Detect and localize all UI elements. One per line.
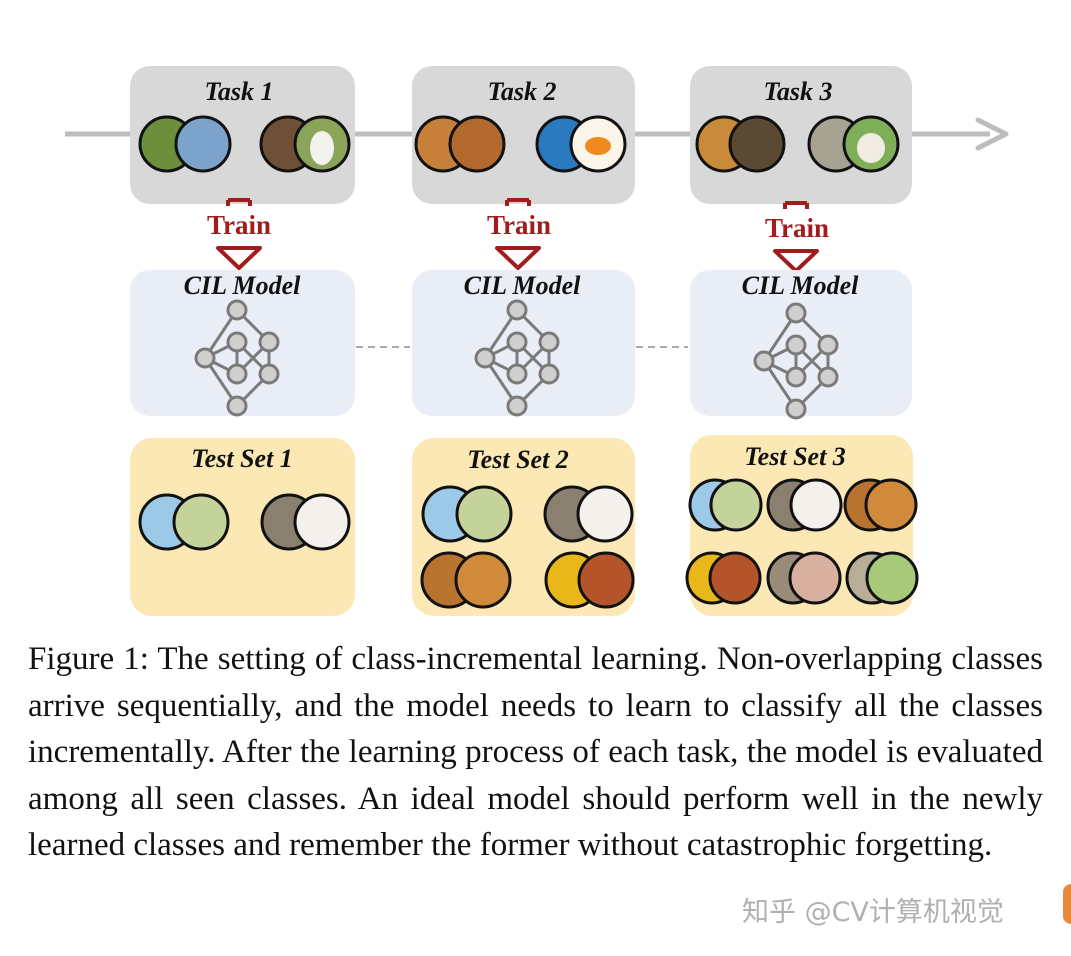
test-images [685,478,919,605]
train-arrowhead-icon [495,246,541,270]
train-label: Train [487,210,551,240]
test-images [420,485,635,609]
train-arrow-icon [226,198,252,206]
test-title: Test Set 2 [467,445,569,474]
image-tiger-forest [448,115,506,173]
model-label: CIL Model [464,271,582,300]
task-column-2: Task 2 Train CIL Model Test Set 2 [412,66,635,616]
edge-mark [1063,884,1071,924]
train-arrowhead-icon [216,246,262,270]
task-title: Task 3 [763,77,832,106]
test-title: Test Set 1 [191,444,293,473]
image-tiger-face [864,478,918,532]
train-label: Train [207,210,271,240]
figure-caption: Figure 1: The setting of class-increment… [28,641,1043,863]
image-tiger-face [454,551,512,609]
train-arrow-icon [783,201,809,209]
timeline-arrow-icon [975,117,1009,151]
test-images [138,493,351,551]
white-dog-face [310,131,334,165]
image-chimpanzee [728,115,786,173]
image-baby-monkey [788,551,842,605]
model-label: CIL Model [184,271,302,300]
train-arrowhead-icon [773,249,819,273]
image-spotted-fish [708,551,762,605]
image-spotted-fish [577,551,635,609]
train-label: Train [765,213,829,243]
task-column-3: Task 3 Train CIL Model Test Set 3 [685,66,919,616]
test-title: Test Set 3 [744,442,846,471]
task-title: Task 1 [204,77,273,106]
image-eagle [172,493,230,551]
task-images [138,115,351,173]
image-pug-dog [789,478,843,532]
model-label: CIL Model [742,271,860,300]
image-pug-dog [293,493,351,551]
task-column-1: Task 1 Train CIL Model Test Set 1 [130,66,355,616]
test-panel [130,438,355,616]
goldfish-body [585,137,611,155]
image-robin-bird [174,115,232,173]
network-icon [194,299,280,417]
sheep-face [857,133,885,163]
image-eagle [455,485,513,543]
image-pug-dog [576,485,634,543]
task-title: Task 2 [487,77,556,106]
network-icon [753,302,839,420]
watermark: 知乎 @CV计算机视觉 [742,897,1004,928]
task-images [414,115,627,173]
train-arrow-icon [505,198,531,206]
image-lamb [865,551,919,605]
image-eagle [709,478,763,532]
task-images [695,115,900,173]
class-incremental-learning-diagram: Task 1 Train CIL Model Test Set 1 Task 2 [65,66,1009,616]
network-icon [474,299,560,417]
